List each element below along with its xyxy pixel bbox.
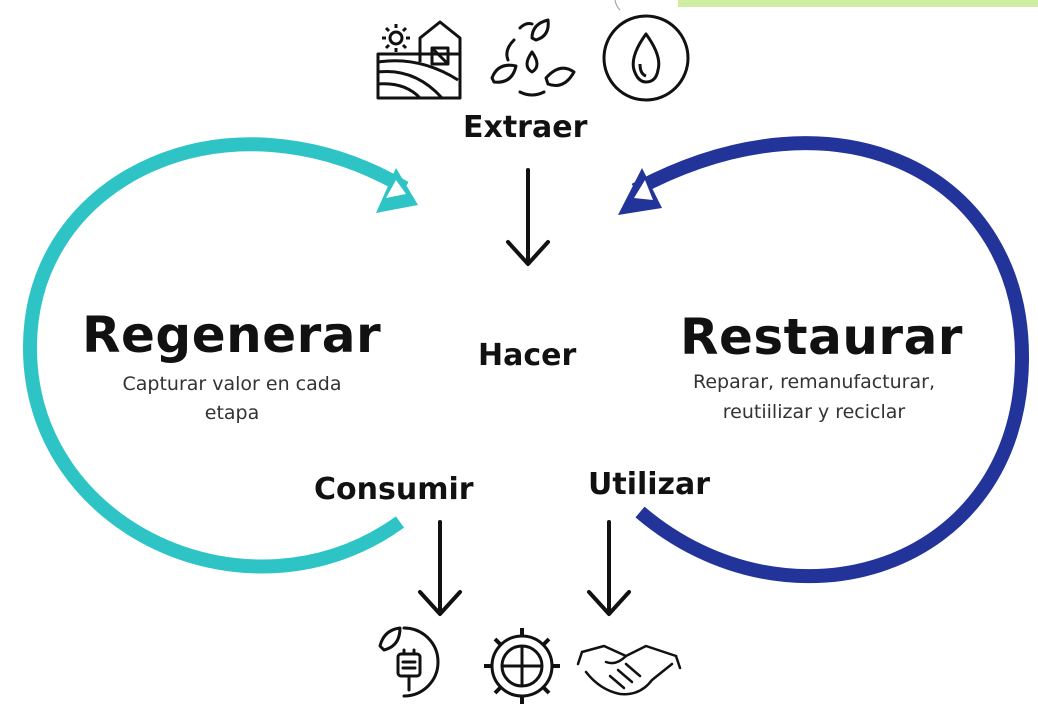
water-drop-icon: [602, 14, 690, 102]
regenerate-description: Capturar valor en cada etapa: [122, 373, 342, 425]
gear-values-icon: [484, 628, 560, 704]
arrow-extract-to-make: [506, 168, 550, 266]
resources-cycle-icon: [490, 18, 576, 97]
restore-arrowhead-notch: [634, 180, 653, 200]
restore-title: Restaurar: [680, 308, 963, 366]
restore-loop-arrow: [631, 136, 1030, 584]
arrow-consume-down: [418, 520, 462, 616]
arrow-use-down: [587, 520, 631, 616]
restore-description-line1: Reparar, remanufacturar,: [693, 371, 935, 393]
extract-label: Extraer: [463, 110, 588, 145]
make-label: Hacer: [478, 338, 577, 373]
eco-energy-plug-icon: [378, 626, 440, 698]
farm-icon: [376, 20, 462, 100]
consume-label: Consumir: [314, 472, 474, 507]
restore-description-line2: reutiilizar y reciclar: [722, 401, 906, 423]
regenerate-loop-arrow: [22, 137, 409, 574]
use-label: Utilizar: [588, 467, 711, 502]
regenerate-arrowhead-notch: [386, 180, 406, 198]
handshake-icon: [576, 644, 682, 696]
regenerate-title: Regenerar: [82, 306, 382, 364]
top-accent-bar: [678, 0, 1038, 7]
top-accent-stroke: [614, 0, 621, 11]
